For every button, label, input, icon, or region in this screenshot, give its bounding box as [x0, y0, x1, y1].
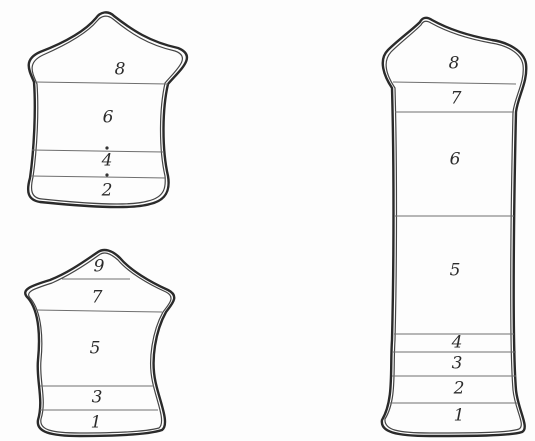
zone-label: 5 [450, 261, 461, 281]
zone-label: 7 [92, 288, 103, 308]
figure-bottom-left-hide: 9 7 5 3 1 [25, 250, 174, 436]
zone-divider [393, 82, 516, 84]
marker-dot [105, 146, 108, 149]
zone-divider [35, 82, 168, 84]
zone-label: 8 [449, 54, 460, 74]
zone-label: 1 [91, 413, 102, 433]
zone-label: 5 [90, 339, 101, 359]
zone-label: 8 [115, 60, 126, 80]
zone-label: 2 [453, 379, 465, 399]
zone-label: 6 [103, 108, 114, 128]
zone-label: 4 [451, 333, 463, 353]
marker-dot [105, 173, 108, 176]
zone-label: 9 [94, 257, 105, 277]
zone-divider [36, 310, 162, 312]
zone-label: 4 [101, 151, 113, 171]
zone-label: 3 [452, 354, 463, 374]
zone-divider [32, 150, 164, 152]
zone-label: 7 [451, 89, 462, 109]
zone-label: 3 [92, 388, 103, 408]
zone-label: 1 [454, 406, 465, 426]
zone-label: 6 [450, 150, 461, 170]
figure-right-strip: 8 7 6 5 4 3 2 1 [382, 18, 526, 436]
figure-top-left-hide: 8 6 4 2 [28, 12, 187, 207]
zone-divider [31, 176, 166, 178]
zone-label: 2 [101, 181, 113, 201]
